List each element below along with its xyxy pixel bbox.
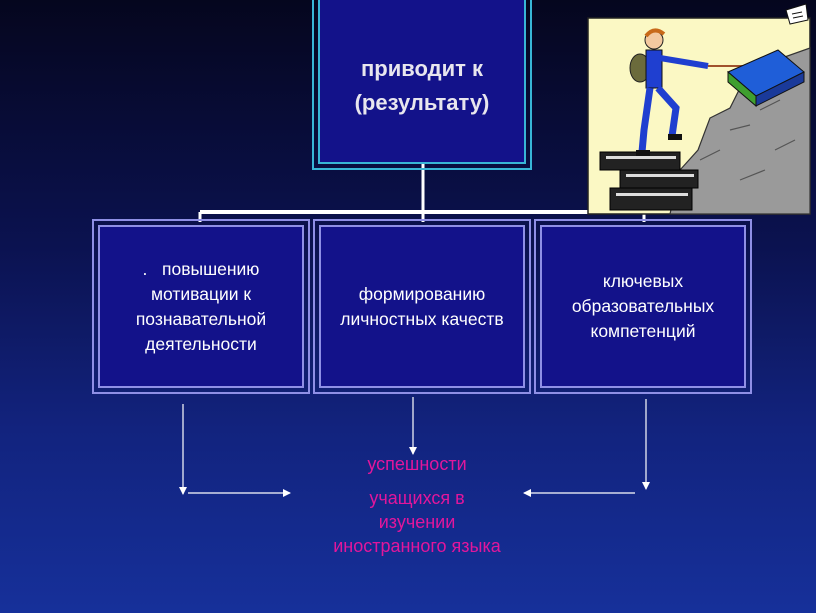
box-motivation-label: повышению мотивации к познавательной дея…	[135, 258, 267, 354]
result-line-1: успешности	[367, 454, 467, 474]
box-motivation: . повышению мотивации к познавательной д…	[92, 219, 310, 394]
bullet-dot: .	[142, 258, 148, 279]
top-book-icon	[727, 49, 805, 108]
box-competencies: ключевых образовательных компетенций	[534, 219, 752, 394]
box-motivation-text: . повышению мотивации к познавательной д…	[100, 257, 302, 357]
box-personal-qualities-text: формированию личностных качеств	[340, 283, 504, 329]
box-personal-qualities: формированию личностных качеств	[313, 219, 531, 394]
result-text: успешности учащихся в изучении иностранн…	[332, 452, 502, 558]
top-box-text: приводит к (результату)	[354, 56, 490, 115]
climber-figure-icon	[629, 28, 746, 156]
tree-connector	[198, 164, 646, 222]
man-climbing-book-steps-clipart	[587, 3, 811, 215]
top-box: приводит к (результату)	[312, 0, 532, 170]
book-stack-icon	[599, 151, 699, 211]
box-competencies-text: ключевых образовательных компетенций	[571, 271, 715, 341]
left-arrow	[179, 404, 291, 497]
right-arrow	[523, 399, 650, 497]
result-line-2: учащихся в изучении иностранного языка	[333, 488, 501, 556]
